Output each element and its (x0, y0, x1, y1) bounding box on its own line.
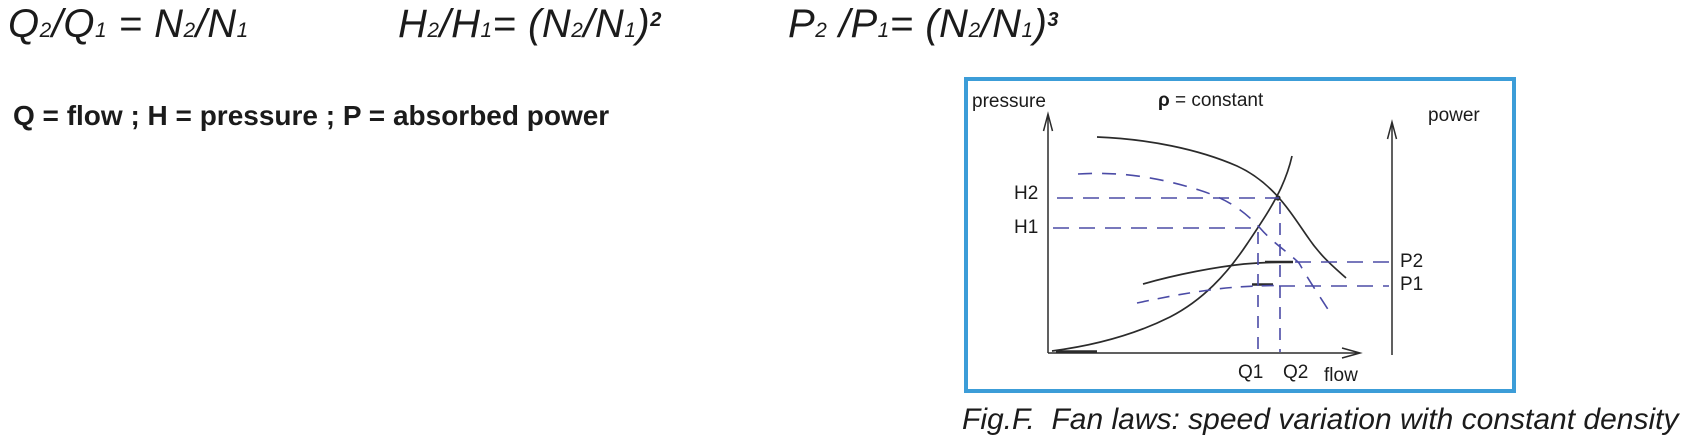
equation-token: 2 (571, 19, 584, 42)
equation-token: H (398, 2, 428, 46)
p2-label: P2 (1400, 251, 1423, 272)
power-axis-arrow-icon (1386, 119, 1398, 140)
solid-curves (1051, 136, 1347, 353)
q2-label: Q2 (1283, 362, 1308, 383)
equation-token: 1 (624, 19, 637, 42)
equation-token: = (N (492, 2, 572, 46)
figure-border (964, 77, 1516, 393)
equation-token: 1 (877, 19, 890, 42)
equation-flow-law: Q2/Q1 = N2/N1 (8, 3, 249, 45)
rho-constant-label: ρ = constant (1158, 90, 1264, 111)
equation-token: 1 (1021, 19, 1034, 42)
p1-label: P1 (1400, 274, 1423, 295)
equation-token: 1 (236, 19, 249, 42)
equation-token: 3 (1047, 9, 1060, 31)
pressure-axis-label: pressure (972, 91, 1046, 112)
equation-token: = N (107, 2, 184, 46)
equation-token: /N (980, 2, 1022, 46)
equation-token: /Q (51, 2, 95, 46)
equation-token: 1 (94, 19, 108, 42)
figure-caption: Fig.F. Fan laws: speed variation with co… (962, 403, 1679, 436)
power-axis-label: power (1428, 105, 1480, 126)
equation-token: ) (636, 2, 651, 46)
equation-token: /H (439, 2, 481, 46)
flow-axis-arrow-icon (1341, 347, 1363, 359)
equation-pressure-law: H2/H1= (N2/N1)2 (398, 3, 662, 45)
h2-label: H2 (1014, 183, 1038, 204)
power-curve-n1 (1136, 284, 1278, 304)
flow-axis-label: flow (1324, 365, 1358, 386)
equation-token: /N (583, 2, 625, 46)
rho-rest: = constant (1170, 90, 1264, 111)
h1-label: H1 (1014, 217, 1038, 238)
fan-pressure-curve-n2 (1096, 136, 1347, 279)
equation-token: 2 (427, 19, 440, 42)
equation-token: /N (195, 2, 237, 46)
symbol-definitions-text: Q = flow ; H = pressure ; P = absorbed p… (13, 100, 610, 131)
equation-token: ) (1033, 2, 1048, 46)
equation-token: 2 (968, 19, 981, 42)
q1-label: Q1 (1238, 362, 1263, 383)
equation-token: = (N (889, 2, 969, 46)
equation-token: 2 (39, 19, 52, 42)
equation-token: 2 (650, 9, 662, 31)
equation-power-law: P2 /P1= (N2/N1)3 (788, 3, 1059, 45)
axes (1042, 111, 1398, 359)
equation-token: Q (8, 2, 40, 46)
equation-token: P (788, 2, 816, 46)
power-curve-n2 (1142, 261, 1290, 285)
equation-token: 2 (183, 19, 196, 42)
dashed-guides (1053, 172, 1389, 352)
equation-token: /P (827, 2, 878, 46)
pressure-axis-arrow-icon (1042, 111, 1054, 132)
system-resistance-curve (1051, 155, 1293, 352)
equation-token: 1 (480, 19, 493, 42)
rho-symbol: ρ (1158, 90, 1170, 111)
equation-token: 2 (815, 19, 828, 42)
